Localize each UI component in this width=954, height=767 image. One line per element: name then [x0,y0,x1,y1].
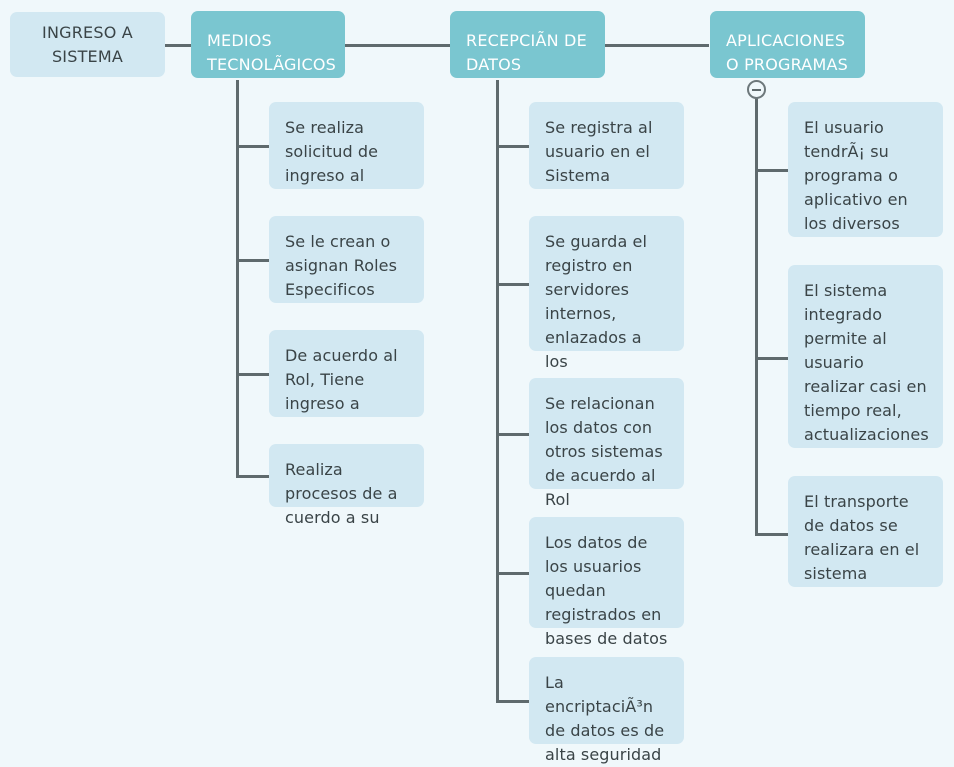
leaf-card-medios-1[interactable]: Se realiza solicitud de ingreso al [269,102,424,189]
stub-medios-2 [236,259,270,262]
connector-root-to-medios [165,44,192,47]
stub-recepcion-5 [496,700,530,703]
branch-header-recepcion-de-datos[interactable]: RECEPCIÃN DE DATOS [450,11,605,78]
trunk-aplicaciones [755,92,758,536]
root-node-line-1: INGRESO A [42,22,133,42]
connector-recepcion-to-aplicaciones [605,44,709,47]
leaf-card-medios-4[interactable]: Realiza procesos de a cuerdo a su [269,444,424,527]
leaf-card-recepcion-3[interactable]: Se relacionan los datos con otros sistem… [529,378,684,509]
stub-aplicaciones-1 [755,169,789,172]
branch-header-medios-tecnologicos[interactable]: MEDIOS TECNOLÃGICOS [191,11,345,78]
branch-header-aplicaciones-o-programas[interactable]: APLICACIONES O PROGRAMAS [710,11,865,78]
root-node-ingreso-a-sistema[interactable]: INGRESO A SISTEMA [10,12,165,77]
stub-recepcion-2 [496,283,530,286]
leaf-card-aplicaciones-3[interactable]: El transporte de datos se realizara en e… [788,476,943,587]
leaf-card-recepcion-2[interactable]: Se guarda el registro en servidores inte… [529,216,684,371]
stub-medios-4 [236,475,270,478]
stub-aplicaciones-3 [755,533,789,536]
trunk-recepcion [496,80,499,702]
leaf-card-recepcion-1[interactable]: Se registra al usuario en el Sistema [529,102,684,189]
leaf-card-medios-3[interactable]: De acuerdo al Rol, Tiene ingreso a [269,330,424,417]
leaf-card-aplicaciones-1[interactable]: El usuario tendrÃ¡ su programa o aplicat… [788,102,943,237]
trunk-medios [236,80,239,477]
stub-recepcion-4 [496,572,530,575]
leaf-card-medios-2[interactable]: Se le crean o asignan Roles Especificos [269,216,424,303]
root-node-line-2: SISTEMA [51,46,124,66]
leaf-card-recepcion-5[interactable]: La encriptaciÃ³n de datos es de alta seg… [529,657,684,764]
leaf-card-aplicaciones-2[interactable]: El sistema integrado permite al usuario … [788,265,943,448]
stub-medios-3 [236,373,270,376]
leaf-card-recepcion-4[interactable]: Los datos de los usuarios quedan registr… [529,517,684,648]
connector-medios-to-recepcion [345,44,450,47]
stub-aplicaciones-2 [755,357,789,360]
stub-medios-1 [236,145,270,148]
minus-circle-icon[interactable] [747,80,766,99]
stub-recepcion-1 [496,145,530,148]
stub-recepcion-3 [496,433,530,436]
